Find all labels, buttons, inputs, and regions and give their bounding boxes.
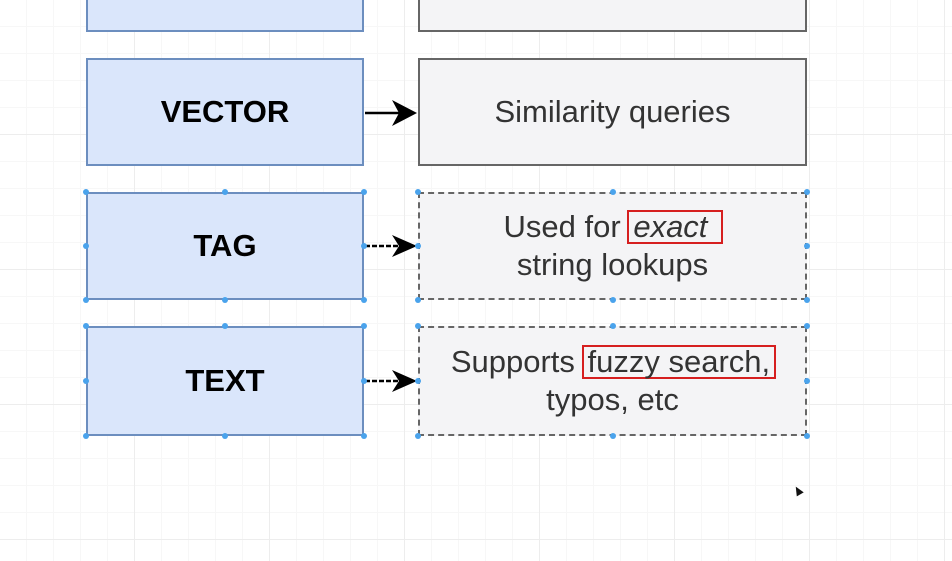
resize-handle[interactable]: [83, 297, 89, 303]
resize-handle[interactable]: [609, 297, 616, 303]
description-line-tag-2: string lookups: [516, 247, 709, 282]
type-box-tag[interactable]: TAG: [86, 192, 364, 300]
description-box-text[interactable]: Supports fuzzy search, typos, etc: [418, 326, 807, 436]
resize-handle[interactable]: [609, 189, 616, 195]
resize-handle[interactable]: [361, 433, 367, 439]
resize-handle[interactable]: [415, 433, 421, 439]
resize-handle[interactable]: [415, 323, 421, 329]
type-label-tag: TAG: [193, 228, 257, 263]
right-box-top-partial[interactable]: [418, 0, 807, 32]
resize-handle[interactable]: [804, 189, 810, 195]
arrow-right-icon: [392, 370, 417, 392]
description-text-text-before: Supports: [450, 344, 584, 379]
resize-handle[interactable]: [804, 243, 810, 249]
description-box-tag[interactable]: Used for exact string lookups: [418, 192, 807, 300]
resize-handle[interactable]: [83, 189, 89, 195]
type-box-text[interactable]: TEXT: [86, 326, 364, 436]
resize-handle[interactable]: [361, 378, 367, 384]
resize-handle[interactable]: [804, 323, 810, 329]
description-text-tag-before: Used for: [503, 209, 630, 244]
resize-handle[interactable]: [83, 243, 89, 249]
left-box-top-partial[interactable]: [86, 0, 364, 32]
resize-handle[interactable]: [222, 189, 228, 195]
arrow-right-icon: [392, 100, 417, 126]
type-box-vector[interactable]: VECTOR: [86, 58, 364, 166]
resize-handle[interactable]: [415, 297, 421, 303]
resize-handle[interactable]: [83, 433, 89, 439]
description-box-vector[interactable]: Similarity queries: [418, 58, 807, 166]
description-text-vector: Similarity queries: [494, 94, 731, 129]
resize-handle[interactable]: [361, 189, 367, 195]
resize-handle[interactable]: [361, 243, 367, 249]
resize-handle[interactable]: [609, 323, 616, 329]
highlight-exact: exact: [627, 210, 724, 244]
arrow-vector-connector[interactable]: [365, 100, 417, 126]
resize-handle[interactable]: [222, 323, 228, 329]
type-label-vector: VECTOR: [160, 94, 290, 129]
resize-handle[interactable]: [804, 433, 810, 439]
arrow-right-icon: [392, 235, 417, 257]
arrow-text-connector[interactable]: [365, 370, 417, 392]
description-line-tag-1: Used for exact: [503, 208, 724, 246]
resize-handle[interactable]: [361, 323, 367, 329]
resize-handle[interactable]: [804, 378, 810, 384]
arrow-tag-connector[interactable]: [365, 235, 417, 257]
type-label-text: TEXT: [185, 363, 265, 398]
resize-handle[interactable]: [83, 323, 89, 329]
resize-handle[interactable]: [415, 189, 421, 195]
description-line-text-1: Supports fuzzy search,: [450, 343, 777, 381]
highlight-fuzzy-search: fuzzy search,: [581, 345, 777, 379]
resize-handle[interactable]: [415, 243, 421, 249]
resize-handle[interactable]: [222, 297, 228, 303]
resize-handle[interactable]: [804, 297, 810, 303]
description-line-text-2: typos, etc: [546, 382, 679, 417]
resize-handle[interactable]: [83, 378, 89, 384]
resize-handle[interactable]: [415, 378, 421, 384]
resize-handle[interactable]: [609, 433, 616, 439]
resize-handle[interactable]: [361, 297, 367, 303]
resize-handle[interactable]: [222, 433, 228, 439]
